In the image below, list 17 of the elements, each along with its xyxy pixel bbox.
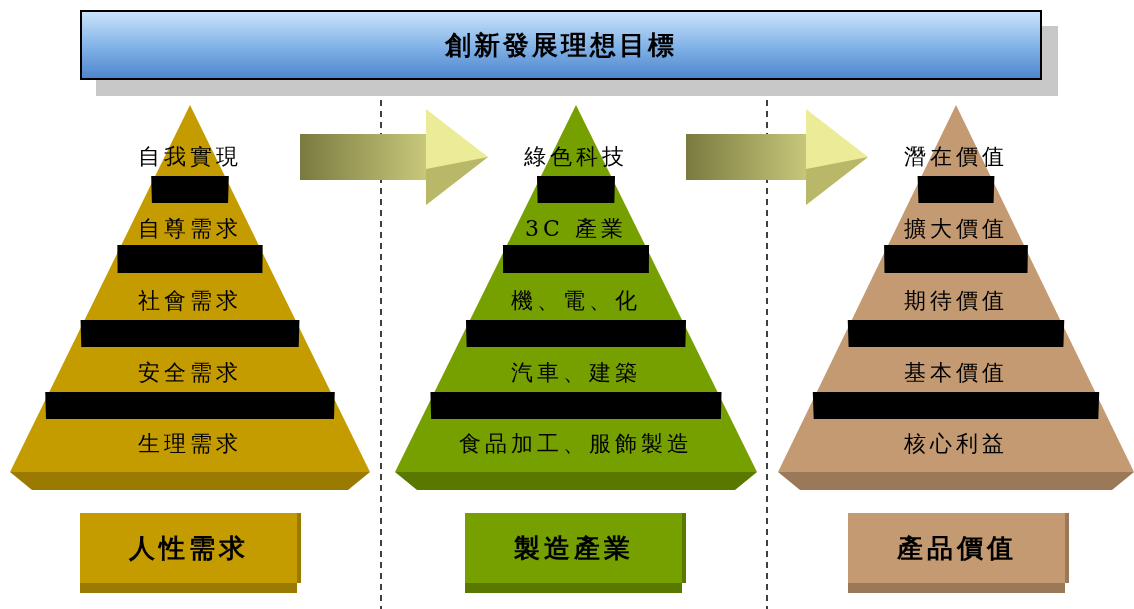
pyramid-tier-label: 自我實現 [110,142,270,172]
pyramid-tier-label: 潛在價值 [876,142,1036,172]
pyramid-tier-label: 基本價值 [836,358,1076,388]
pyramid-tier-label: 自尊需求 [90,214,290,244]
pyramid-tier-label: 汽車、建築 [456,358,696,388]
pyramid-tier-label: 綠色科技 [496,142,656,172]
pyramid-tier-label: 生理需求 [60,429,320,459]
pyramid-tier-label: 擴大價值 [856,214,1056,244]
pyramid-tier-label: 3C 產業 [476,214,676,244]
pyramid-tier-label: 社會需求 [80,286,300,316]
pyramid-tier-label: 安全需求 [70,358,310,388]
pyramid-tier-label: 機、電、化 [466,286,686,316]
pyramid-tier-label: 期待價值 [846,286,1066,316]
pyramid-tier-label: 核心利益 [826,429,1086,459]
block-arrow [686,109,868,205]
block-arrow [300,109,488,205]
pyramid-tier-label: 食品加工、服飾製造 [446,429,706,459]
